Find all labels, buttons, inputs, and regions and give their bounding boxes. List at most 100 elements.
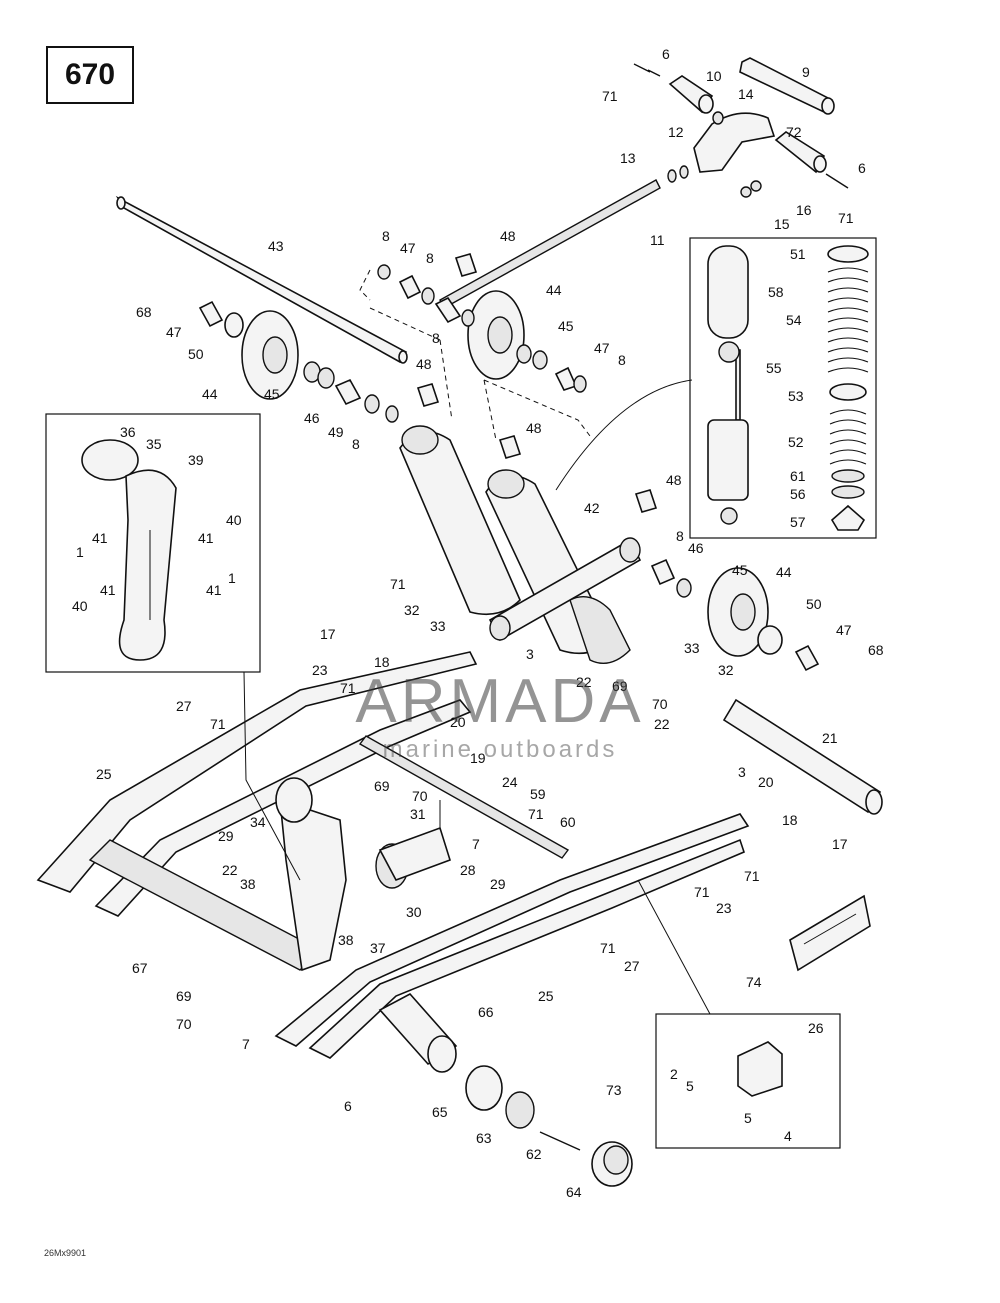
callout-25: 25: [96, 766, 112, 782]
callout-44b: 44: [202, 386, 218, 402]
callout-30: 30: [406, 904, 422, 920]
callout-17b: 17: [832, 836, 848, 852]
callout-59: 59: [530, 786, 546, 802]
callout-29b: 29: [490, 876, 506, 892]
callout-58: 58: [768, 284, 784, 300]
callout-70c: 70: [176, 1016, 192, 1032]
callout-43: 43: [268, 238, 284, 254]
callout-39: 39: [188, 452, 204, 468]
shock-exploded-inset: [689, 237, 877, 539]
idler-wheels-44: [241, 290, 769, 657]
callout-2: 2: [670, 1066, 678, 1082]
callout-5b: 5: [744, 1110, 752, 1126]
callout-70: 70: [652, 696, 668, 712]
cover-plate-74: [789, 894, 871, 972]
callout-3b: 3: [738, 764, 746, 780]
callout-53: 53: [788, 388, 804, 404]
callout-8d: 8: [618, 352, 626, 368]
callout-5: 5: [686, 1078, 694, 1094]
callout-67: 67: [132, 960, 148, 976]
callout-40b: 40: [72, 598, 88, 614]
cross-shafts: [358, 698, 883, 859]
callout-52: 52: [788, 434, 804, 450]
callout-18: 18: [374, 654, 390, 670]
callout-47: 47: [400, 240, 416, 256]
callout-65: 65: [432, 1104, 448, 1120]
callout-66: 66: [478, 1004, 494, 1020]
callout-15: 15: [774, 216, 790, 232]
callout-8: 8: [382, 228, 390, 244]
callout-41d: 41: [100, 582, 116, 598]
callout-60: 60: [560, 814, 576, 830]
callout-labels: 6 71 10 9 14 12 72 13 6 16 15 71 11 43 8…: [72, 46, 884, 1200]
callout-48d: 48: [666, 472, 682, 488]
callout-62: 62: [526, 1146, 542, 1162]
callout-50: 50: [188, 346, 204, 362]
bushings-spacers: [198, 253, 820, 672]
callout-29: 29: [218, 828, 234, 844]
callout-20: 20: [450, 714, 466, 730]
callout-63: 63: [476, 1130, 492, 1146]
callout-51: 51: [790, 246, 806, 262]
callout-38b: 38: [338, 932, 354, 948]
callout-40: 40: [226, 512, 242, 528]
callout-44c: 44: [776, 564, 792, 580]
callout-68b: 68: [868, 642, 884, 658]
callout-1: 1: [76, 544, 84, 560]
callout-71g: 71: [744, 868, 760, 884]
rear-suspension-frame: [36, 651, 750, 1059]
link-plate-inset: [45, 413, 261, 673]
callout-23: 23: [312, 662, 328, 678]
watermark-title: ARMADA: [355, 667, 645, 736]
callout-1b: 1: [228, 570, 236, 586]
callout-45b: 45: [264, 386, 280, 402]
callout-47c: 47: [594, 340, 610, 356]
callout-24: 24: [502, 774, 518, 790]
callout-64: 64: [566, 1184, 582, 1200]
callout-26: 26: [808, 1020, 824, 1036]
watermark-subtitle: marine outboards: [382, 736, 618, 763]
callout-70b: 70: [412, 788, 428, 804]
callout-22c: 22: [222, 862, 238, 878]
callout-23b: 23: [716, 900, 732, 916]
callout-71i: 71: [600, 940, 616, 956]
callout-4: 4: [784, 1128, 792, 1144]
callout-46: 46: [304, 410, 320, 426]
callout-6: 6: [662, 46, 670, 62]
callout-19: 19: [470, 750, 486, 766]
callout-69b: 69: [374, 778, 390, 794]
callout-72: 72: [786, 124, 802, 140]
callout-69c: 69: [176, 988, 192, 1004]
callout-13: 13: [620, 150, 636, 166]
callout-42: 42: [584, 500, 600, 516]
callout-71b: 71: [838, 210, 854, 226]
callout-6b: 6: [858, 160, 866, 176]
callout-32: 32: [404, 602, 420, 618]
callout-35: 35: [146, 436, 162, 452]
callout-8b: 8: [426, 250, 434, 266]
footer-code: 26Mx9901: [44, 1248, 87, 1258]
callout-8c: 8: [432, 330, 440, 346]
callout-36: 36: [120, 424, 136, 440]
callout-27: 27: [176, 698, 192, 714]
bracket-26-inset: [655, 1013, 841, 1149]
callout-69: 69: [612, 678, 628, 694]
callout-16: 16: [796, 202, 812, 218]
callout-47b: 47: [166, 324, 182, 340]
callout-50b: 50: [806, 596, 822, 612]
callout-7: 7: [472, 836, 480, 852]
callout-54: 54: [786, 312, 802, 328]
callout-37: 37: [370, 940, 386, 956]
callout-46b: 46: [688, 540, 704, 556]
callout-12: 12: [668, 124, 684, 140]
callout-22: 22: [576, 674, 592, 690]
callout-45c: 45: [732, 562, 748, 578]
callout-8e: 8: [352, 436, 360, 452]
shock-absorber-pair: [399, 425, 631, 664]
callout-71d: 71: [340, 680, 356, 696]
callout-57: 57: [790, 514, 806, 530]
shaft-43: [115, 195, 408, 364]
callout-18b: 18: [782, 812, 798, 828]
